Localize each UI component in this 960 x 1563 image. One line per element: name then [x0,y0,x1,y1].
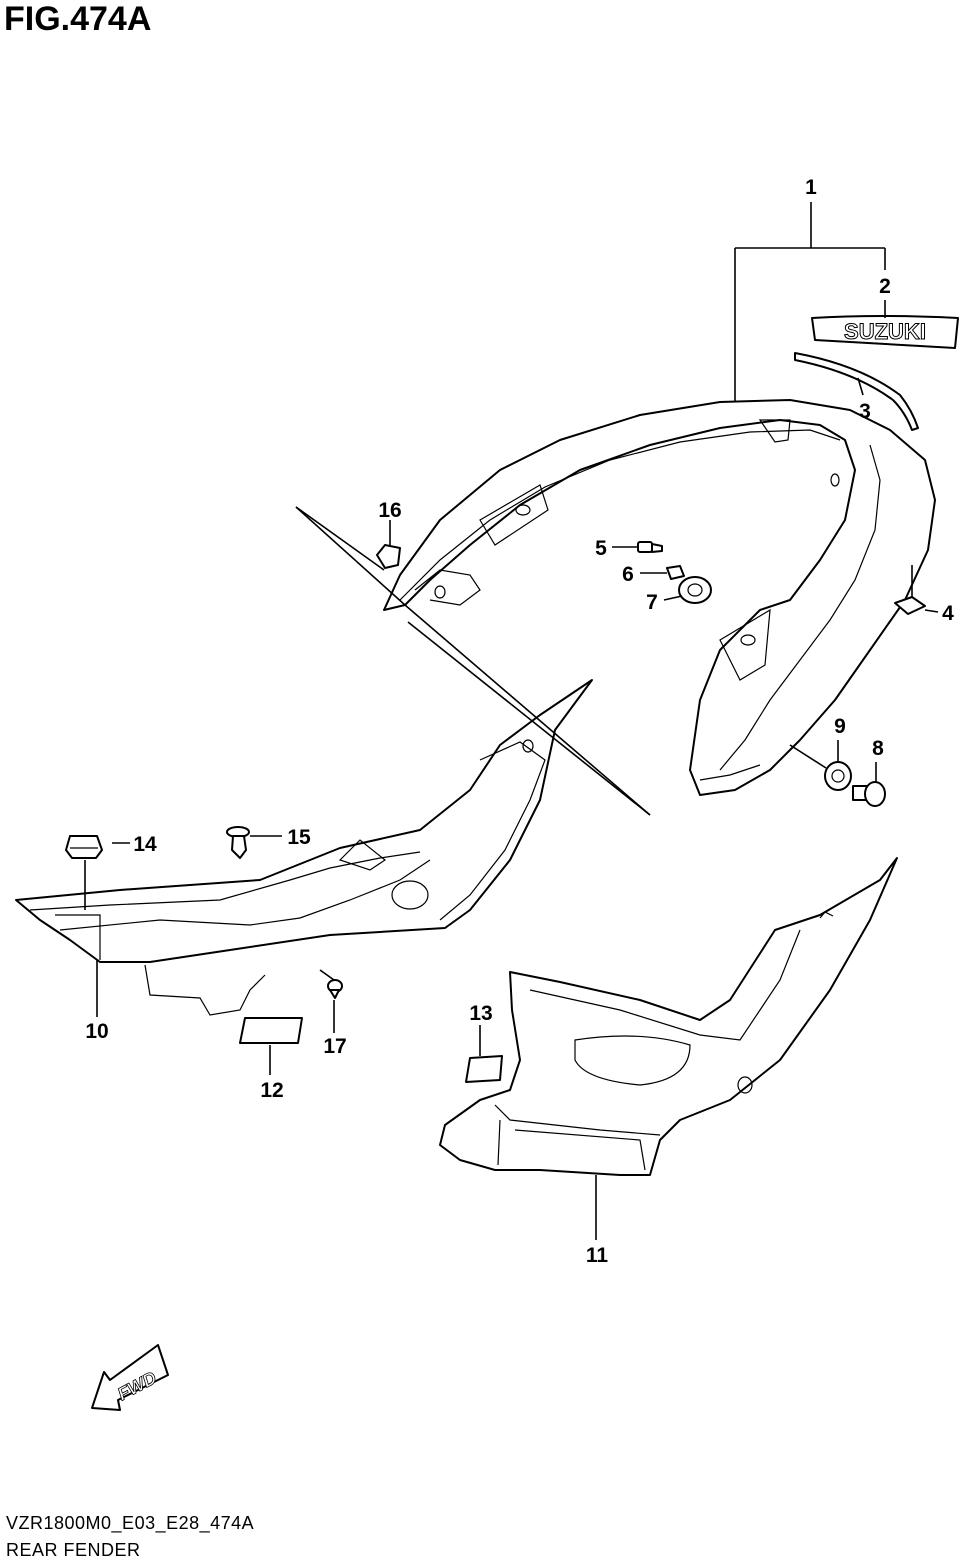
section-name: REAR FENDER [6,1540,141,1560]
forward-direction-arrow: FWD [91,1344,169,1411]
callout-16: 16 [378,499,401,522]
grommet-part-9 [824,761,852,791]
callout-17: 17 [323,1035,346,1058]
suzuki-emblem: SUZUKI [811,315,959,349]
leader-lines [84,202,939,1240]
grommet-part-16 [376,544,401,569]
callout-15: 15 [287,826,311,849]
inner-fender-panel [15,679,593,1016]
callout-5: 5 [595,537,607,560]
pad-part-12 [239,1017,303,1044]
callout-7: 7 [646,591,658,614]
callout-10: 10 [85,1020,108,1043]
callout-2: 2 [879,275,891,298]
rubber-cap-part-14 [65,835,103,859]
callout-8: 8 [872,737,884,760]
clip-nut [894,596,926,615]
callout-13: 13 [469,1002,492,1025]
callout-4: 4 [942,602,954,625]
bolt-part-8 [852,781,886,807]
screw-part-17 [327,979,343,999]
lower-fender [439,857,898,1176]
pad-part-13 [465,1055,503,1083]
callout-9: 9 [834,715,846,738]
cushion-part-7 [678,576,712,604]
figure-title: FIG.474A [4,0,152,38]
suzuki-emblem-text: SUZUKI [844,319,926,344]
collar-part-6 [666,565,685,580]
model-code: VZR1800M0_E03_E28_474A [6,1513,255,1533]
callout-1: 1 [805,176,817,199]
callout-3: 3 [859,400,871,423]
callout-6: 6 [622,563,634,586]
bolt-part-5 [637,541,663,553]
callout-12: 12 [260,1079,283,1102]
callout-11: 11 [586,1244,609,1267]
trim-strip [794,352,919,431]
rear-fender-upper [383,399,936,796]
push-rivet-part-15 [226,826,250,859]
callout-14: 14 [133,833,157,856]
callouts: 1 2 3 4 5 6 7 8 9 10 11 12 13 14 15 16 1… [85,176,954,1267]
